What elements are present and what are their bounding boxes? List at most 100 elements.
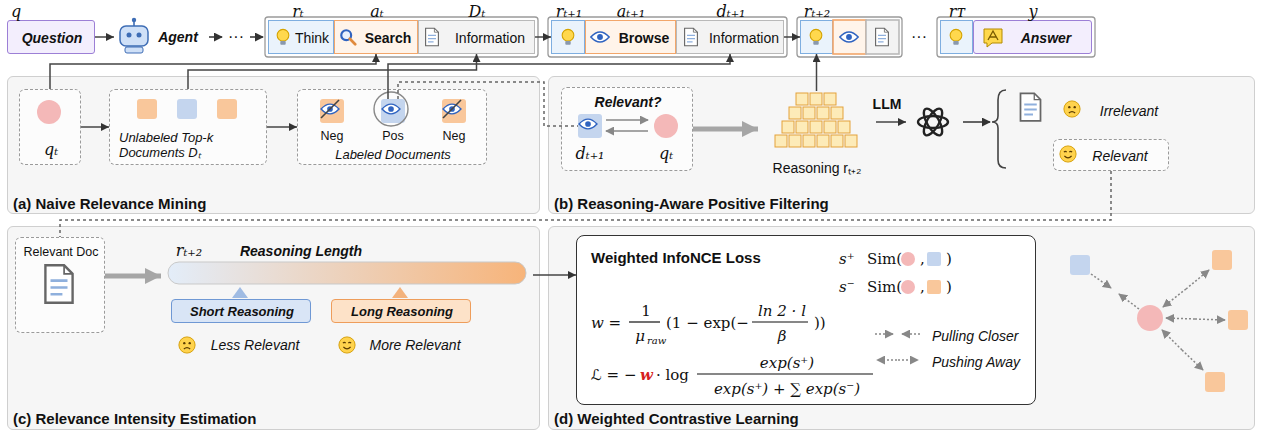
bulb-icon	[562, 29, 574, 44]
robot-icon	[132, 18, 136, 22]
robot-icon	[127, 33, 132, 38]
node-label: q	[11, 3, 21, 21]
fraction-line	[629, 322, 873, 374]
face-icon	[179, 337, 195, 353]
compare-arrow	[606, 130, 648, 132]
answer-icon	[988, 31, 998, 40]
hidden-slash	[443, 100, 461, 118]
node-label: )	[946, 251, 952, 268]
search-icon	[341, 30, 355, 44]
reasoning-stack	[774, 92, 858, 148]
node-label: Relevant	[1092, 148, 1147, 164]
reasoning-stack	[788, 106, 844, 120]
brace	[992, 90, 1006, 168]
panel: (c) Relevance Intensity EstimationReleva…	[7, 226, 540, 430]
node-label: Information	[455, 30, 525, 46]
force-arrow	[875, 270, 1225, 370]
node-label: Answer	[1021, 30, 1072, 46]
flow-arrow	[816, 54, 818, 91]
formula-box: Weighted InfoNCE Losss⁺Sim(,)s⁻Sim(,)w =…	[576, 235, 1036, 405]
node-label: exp(s⁺)	[760, 355, 814, 372]
group-outline	[937, 17, 1095, 57]
robot-icon	[125, 47, 143, 53]
force-arrow	[1195, 319, 1225, 320]
eye-icon	[321, 32, 858, 129]
answer-icon	[984, 29, 1002, 47]
node-label: (b) Reasoning-Aware Positive Filtering	[554, 195, 829, 212]
flow-arrow	[876, 121, 906, 123]
action-box	[833, 20, 866, 54]
reasoning-stack	[774, 134, 858, 148]
node-label: Neg	[443, 129, 466, 143]
dotted-link	[398, 82, 578, 126]
eye-icon	[382, 104, 400, 114]
document-icon	[685, 28, 698, 46]
llm: LLM	[906, 96, 962, 152]
node-label: ,	[920, 279, 925, 296]
flow-arrow	[209, 36, 222, 38]
node-label: aₜ	[370, 3, 383, 21]
document-square	[137, 99, 157, 119]
fraction-line	[629, 321, 660, 322]
node-label: w	[640, 367, 653, 384]
node-label: Search	[365, 30, 412, 46]
document-icon	[426, 28, 439, 46]
node-label: exp(s⁺) + ∑ exp(s⁻)	[714, 381, 860, 398]
reasoning-box: Long Reasoning	[331, 299, 471, 323]
panel: (a) Naive Relevance MiningqₜUnlabeled To…	[7, 76, 540, 214]
brace	[992, 90, 1006, 168]
flow-arrow	[693, 127, 758, 132]
query-circle	[37, 100, 61, 124]
node-label: ln 2 · l	[758, 303, 806, 320]
eye-icon	[591, 32, 609, 42]
similarity-icon	[927, 280, 941, 294]
llm-icon	[918, 116, 948, 128]
node-label: Irrelevant	[1100, 103, 1158, 119]
node-label: rₜ₊₂	[176, 242, 202, 260]
document-square	[137, 99, 237, 119]
flow-arrow	[535, 36, 551, 38]
node-label: rᴛ	[949, 3, 966, 21]
embedding-point	[1205, 372, 1225, 392]
node-label: Think	[295, 30, 329, 46]
node-label: Question	[22, 30, 83, 46]
robot-icon	[120, 26, 148, 46]
eye-icon	[840, 32, 858, 42]
node-label: β	[778, 328, 787, 345]
bulb-icon	[277, 29, 962, 44]
annotation: ···	[228, 28, 244, 46]
face-icon	[1064, 101, 1080, 117]
force-arrow	[1119, 294, 1139, 309]
node-label: 1	[641, 303, 651, 320]
panel: (b) Reasoning-Aware Positive Filtering Re…	[548, 76, 1255, 214]
flow-arrow	[963, 121, 990, 123]
flow-arrow	[50, 54, 376, 89]
bar-pointer	[392, 287, 408, 298]
bulb-icon	[950, 29, 962, 44]
bar-pointer	[232, 287, 248, 298]
action-box	[866, 20, 899, 54]
node-label: Relevant?	[595, 94, 662, 110]
node-label: w =	[591, 315, 621, 332]
node-label: ))	[814, 315, 826, 332]
flow-arrow	[209, 37, 990, 122]
document-icon	[45, 265, 72, 302]
bulb-icon	[277, 29, 289, 44]
node-label: Agent	[158, 29, 198, 45]
node-label: rₜ₊₂	[804, 3, 830, 21]
flow-arrow	[784, 36, 800, 38]
document-set: Labeled DocumentsNegPosNeg	[297, 89, 487, 165]
node-label: (d) Weighted Contrastive Learning	[554, 410, 799, 427]
node-label: rₜ₊₁	[556, 3, 582, 21]
node-label: μ	[635, 328, 645, 345]
face-icon	[179, 101, 1080, 353]
node-label: ,	[920, 251, 925, 268]
force-arrow	[877, 359, 897, 361]
node-label: raw	[647, 335, 666, 347]
node-label: Sim(	[867, 251, 902, 268]
reasoning-stack	[795, 92, 837, 106]
relevance-box: Relevant?dₜ₊₁qₜ	[561, 87, 693, 171]
node-label: (1 − exp(−	[666, 315, 749, 332]
document-square	[177, 99, 197, 119]
node-label: qₜ	[44, 141, 58, 159]
